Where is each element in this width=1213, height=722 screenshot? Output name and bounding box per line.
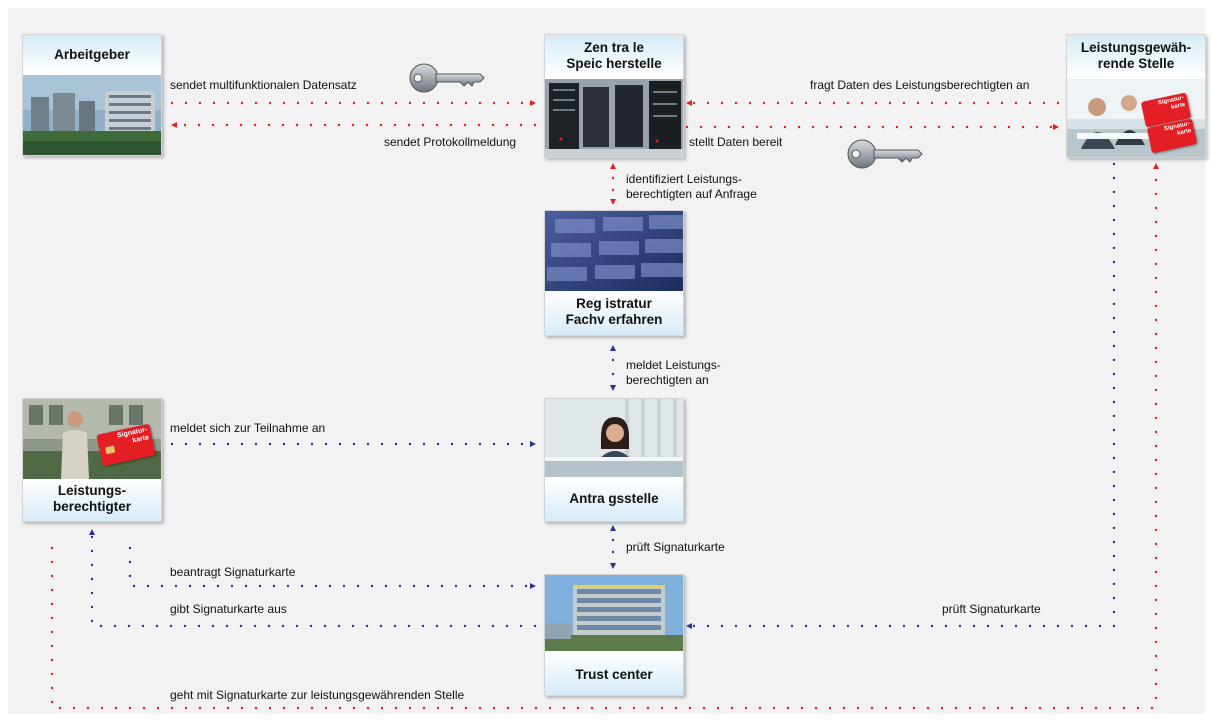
label-identifiziert-line1: identifiziert Leistungs- (626, 172, 743, 186)
node-leistungsberechtigter-line2: berechtigter (52, 499, 132, 514)
node-trust-center: Trust center (544, 574, 684, 696)
node-leistungsgewaehrende-line1: Leistungsgewäh- (1080, 40, 1192, 55)
node-zentrale-line2: Speic herstelle (566, 56, 662, 71)
label-sendet-protokoll: sendet Protokollmeldung (384, 135, 517, 149)
node-trust-center-label: Trust center (545, 651, 683, 695)
label-meldet-line1: meldet Leistungs- (626, 358, 721, 372)
node-leistungsberechtigter: Signatur-karte Leistungs- berechtigter (22, 398, 162, 522)
node-leistungsberechtigter-line1: Leistungs- (57, 483, 127, 498)
office-tower-photo (545, 575, 683, 651)
node-arbeitgeber-label: Arbeitgeber (23, 35, 161, 75)
label-gibt-aus: gibt Signaturkarte aus (170, 602, 287, 616)
signature-card-text: Signatur-karte (1163, 121, 1192, 137)
server-room-photo (545, 79, 683, 157)
signature-card-text: Signatur-karte (116, 426, 150, 445)
reception-photo (545, 399, 683, 477)
node-registratur-line1: Reg istratur (576, 296, 652, 311)
node-zentrale-label: Zen tra le Speic herstelle (545, 35, 683, 79)
node-leistungsgewaehrende-line2: rende Stelle (1097, 56, 1175, 71)
node-leistungsgewaehrende-stelle: Leistungsgewäh- rende Stelle Signatur-ka… (1066, 34, 1206, 158)
edge-gibt-aus (89, 528, 537, 628)
node-zentrale-speicherstelle: Zen tra le Speic herstelle (544, 34, 684, 158)
node-registratur-label: Reg istratur Fachv erfahren (545, 291, 683, 335)
node-arbeitgeber: Arbeitgeber (22, 34, 162, 156)
label-identifiziert: identifiziert Leistungs- berechtigten au… (626, 172, 757, 202)
key-icon (409, 63, 485, 93)
label-sendet-datensatz: sendet multifunktionalen Datensatz (170, 78, 357, 92)
label-beantragt: beantragt Signaturkarte (170, 565, 296, 579)
node-antragsstelle-label: Antra gsstelle (545, 477, 683, 521)
label-prueft-antrag: prüft Signaturkarte (626, 540, 725, 554)
card-chip (105, 445, 116, 455)
node-zentrale-line1: Zen tra le (583, 40, 645, 55)
label-identifiziert-line2: berechtigten auf Anfrage (626, 187, 757, 201)
label-geht-mit: geht mit Signaturkarte zur leistungsgewä… (170, 688, 465, 702)
file-cabinet-photo (545, 211, 683, 295)
signature-card-text: Signatur-karte (1157, 95, 1186, 111)
label-meldet-line2: berechtigten an (626, 373, 709, 387)
node-registratur-fachverfahren: Reg istratur Fachv erfahren (544, 210, 684, 336)
label-meldet: meldet Leistungs- berechtigten an (626, 358, 721, 388)
node-leistungsgewaehrende-label: Leistungsgewäh- rende Stelle (1067, 35, 1205, 79)
label-meldet-sich: meldet sich zur Teilnahme an (170, 421, 326, 435)
node-antragsstelle: Antra gsstelle (544, 398, 684, 522)
node-registratur-line2: Fachv erfahren (565, 312, 663, 327)
label-stellt-daten: stellt Daten bereit (689, 135, 783, 149)
label-prueft-trust: prüft Signaturkarte (942, 602, 1041, 616)
key-icon (847, 139, 923, 169)
office-building-photo (23, 75, 161, 155)
edge-prueft-trust (685, 162, 1116, 629)
label-fragt-daten: fragt Daten des Leistungsberechtigten an (810, 78, 1030, 92)
person-street-photo (23, 399, 161, 479)
node-leistungsberechtigter-label: Leistungs- berechtigter (23, 479, 161, 521)
edge-beantragt (128, 546, 537, 589)
